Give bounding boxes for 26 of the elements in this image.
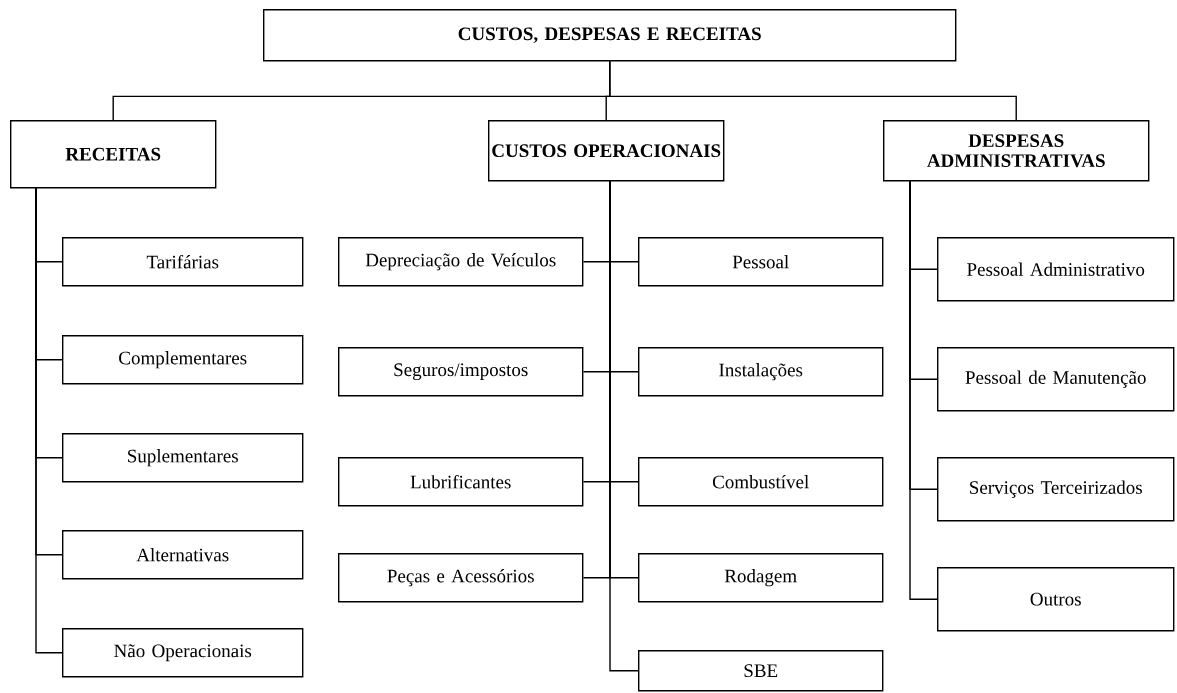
heading-box: RECEITAS [10, 120, 217, 189]
category-box: Pessoal [638, 237, 884, 287]
category-box: Instalações [638, 347, 884, 397]
category-box: Peças e Acessórios [338, 553, 584, 603]
category-box: Depreciação de Veículos [338, 237, 584, 287]
category-box: Não Operacionais [62, 628, 304, 678]
connector-line [909, 180, 938, 600]
category-box: Rodagem [638, 553, 884, 603]
category-box: Complementares [62, 335, 304, 385]
category-box: Lubrificantes [338, 457, 584, 507]
category-box: Seguros/impostos [338, 347, 584, 397]
category-box: Serviços Terceirizados [937, 457, 1175, 522]
category-box: Suplementares [62, 433, 304, 483]
heading-box: DESPESAS ADMINISTRATIVAS [883, 120, 1150, 182]
category-box: Pessoal Administrativo [937, 237, 1175, 302]
heading-box: CUSTOS OPERACIONAIS [488, 120, 725, 182]
connector-line [609, 180, 639, 672]
connector-line [609, 60, 1017, 121]
category-box: Pessoal de Manutenção [937, 347, 1175, 412]
category-box: Combustível [638, 457, 884, 507]
category-box: SBE [638, 650, 884, 692]
category-box: Outros [937, 567, 1175, 632]
heading-box: CUSTOS, DESPESAS E RECEITAS [263, 9, 957, 62]
category-box: Tarifárias [62, 237, 304, 287]
category-box: Alternativas [62, 530, 304, 580]
connector-line [35, 187, 63, 654]
